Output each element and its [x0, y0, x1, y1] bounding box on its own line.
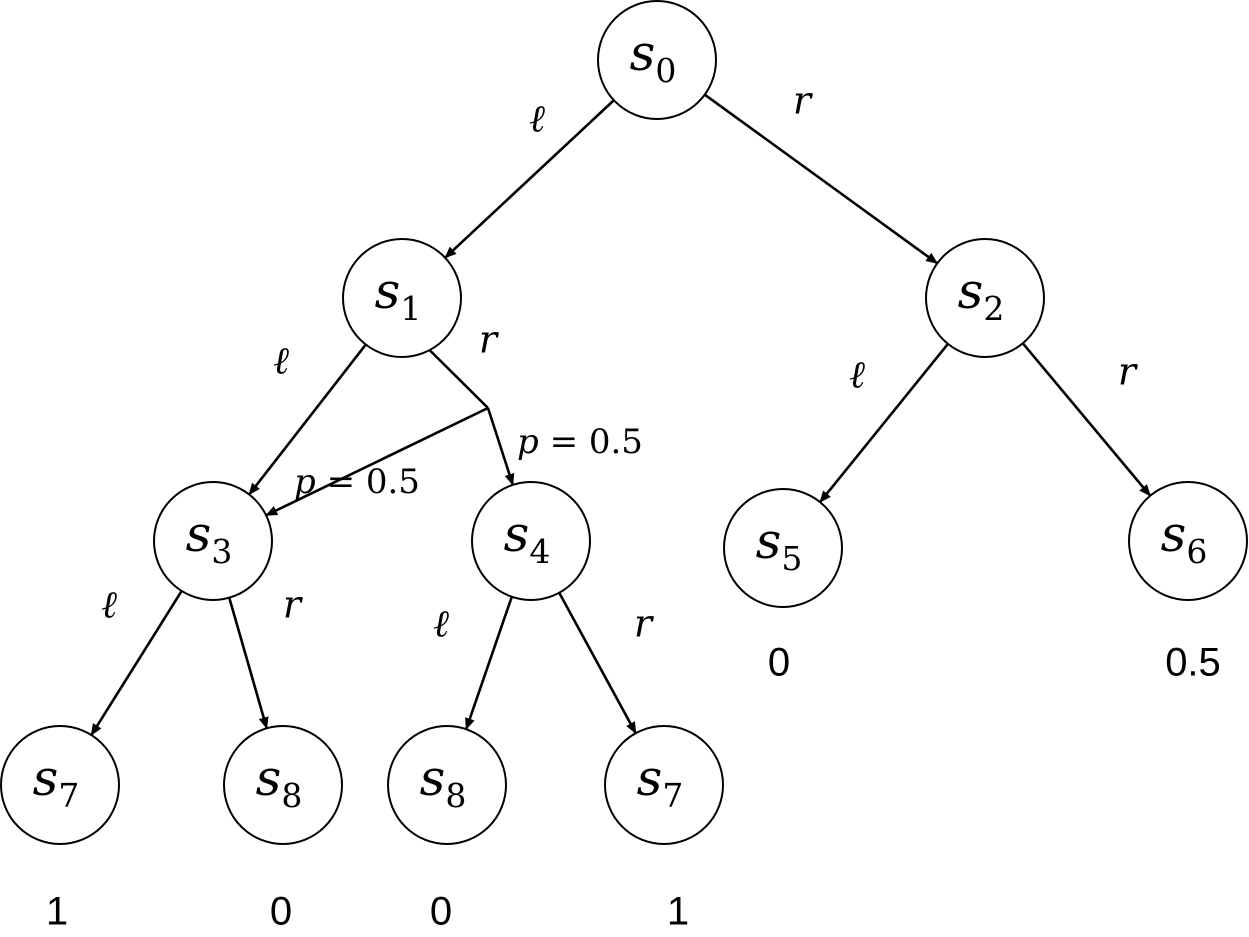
probability-label-s3: p = 0.5: [294, 462, 420, 502]
value-label-s7a: 1: [46, 890, 68, 934]
edge-label-s1-s3: ℓ: [273, 339, 289, 383]
node-circle-s3: [153, 481, 273, 601]
nodes: s0 s1 s2 s3 s4 s5 s6 s7 s8 s8 s7: [0, 0, 1248, 845]
edge-label-s1-s4: r: [479, 318, 500, 362]
edge-label-s2-s5: ℓ: [849, 353, 865, 397]
node-circle-s5: [723, 488, 843, 608]
edge-label-s3-s7a: ℓ: [101, 583, 117, 627]
edge-s1-to-s3: [248, 343, 367, 496]
edge-label-s2-s6: r: [1118, 350, 1139, 394]
node-circle-s1: [342, 238, 462, 358]
value-label-s8a: 0: [270, 890, 292, 934]
node-label-s8a: s8: [256, 749, 303, 815]
node-circle-s7a: [0, 725, 120, 845]
edge-s1-to-branch: [428, 349, 489, 409]
edge-s0-to-s1: [444, 99, 615, 259]
node-s7a: s7: [0, 725, 120, 845]
node-label-s2: s2: [958, 262, 1005, 328]
value-label-s5: 0: [768, 641, 790, 685]
edge-s3-to-s7a: [90, 590, 183, 736]
edge-label-s0-s1: ℓ: [529, 97, 545, 141]
node-label-s0: s0: [630, 24, 677, 90]
node-s8b: s8: [387, 725, 507, 845]
node-circle-s0: [597, 0, 717, 120]
edge-label-s4-s8b: ℓ: [433, 602, 449, 646]
node-s2: s2: [925, 238, 1045, 358]
probability-label-s4: p = 0.5: [517, 422, 643, 462]
node-circle-s4: [471, 481, 591, 601]
edge-s0-to-s2: [703, 93, 939, 265]
edge-s4-to-s7b: [558, 592, 637, 735]
node-s6: s6: [1128, 481, 1248, 601]
edge-s3-to-s8a: [228, 597, 269, 730]
node-label-s8b: s8: [420, 749, 467, 815]
value-label-s7b: 1: [667, 890, 689, 934]
node-label-s6: s6: [1161, 505, 1208, 571]
edge-s2-to-s5: [819, 343, 949, 503]
node-s1: s1: [342, 238, 462, 358]
node-s4: s4: [471, 481, 591, 601]
node-label-s7b: s7: [637, 749, 684, 815]
value-label-s8b: 0: [430, 890, 452, 934]
edge-label-s0-s2: r: [793, 79, 814, 123]
node-s3: s3: [153, 481, 273, 601]
edge-branch-to-s3: [265, 406, 489, 517]
edge-s2-to-s6: [1021, 342, 1152, 497]
node-circle-s7b: [604, 725, 724, 845]
node-label-s5: s5: [756, 512, 803, 578]
node-s8a: s8: [223, 725, 343, 845]
node-circle-s8a: [223, 725, 343, 845]
labels: ℓ r ℓ r ℓ r ℓ r ℓ r p = 0.5 p = 0.5 0 0.5 1 0 0 1: [46, 79, 1221, 934]
node-s0: s0: [597, 0, 717, 120]
edge-label-s3-s8a: r: [283, 583, 304, 627]
edge-label-s4-s7b: r: [634, 602, 655, 646]
node-label-s4: s4: [504, 505, 551, 571]
node-s5: s5: [723, 488, 843, 608]
edge-s4-to-s8b: [464, 596, 514, 731]
node-circle-s8b: [387, 725, 507, 845]
node-circle-s6: [1128, 481, 1248, 601]
node-label-s1: s1: [375, 262, 422, 328]
node-circle-s2: [925, 238, 1045, 358]
node-label-s7a: s7: [33, 749, 80, 815]
value-label-s6: 0.5: [1165, 641, 1221, 685]
node-s7b: s7: [604, 725, 724, 845]
edge-branch-to-s4: [486, 407, 515, 486]
edges: [90, 93, 1152, 736]
node-label-s3: s3: [186, 505, 233, 571]
